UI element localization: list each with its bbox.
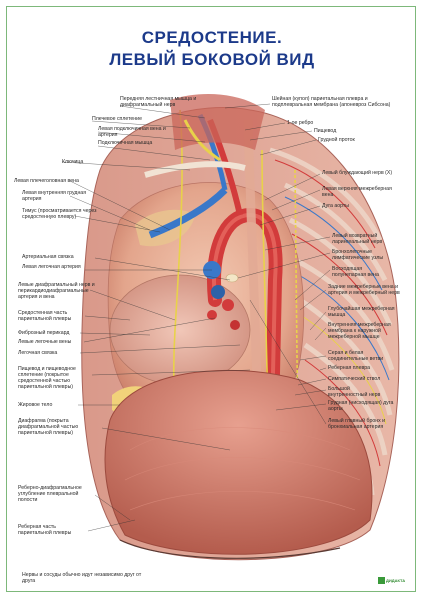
label-sympathetic-trunk: Симпатический ствол: [328, 376, 381, 382]
brachial-plexus: [183, 119, 221, 162]
label-ligamentum-arteriosum: Артериальная связка: [22, 254, 74, 260]
label-first-rib: 1-ое ребро: [287, 120, 314, 126]
label-costal-pleura-right: Реберная плевра: [328, 365, 370, 371]
brachiocephalic-vein: [148, 187, 228, 239]
footnote: Нервы и сосуды обычно идут независимо др…: [22, 572, 142, 584]
label-descending-aorta: Грудная (нисходящая) дуга аорты: [328, 400, 394, 412]
label-main-bronchus: Левый главный бронх и бронхиальная артер…: [328, 418, 386, 430]
label-thoracic-duct: Грудной проток: [318, 137, 355, 143]
label-fibrous-pericardium: Фиброзный перикард: [18, 330, 70, 336]
label-subclavian-vessels: Левая подключичная вена и артерия: [98, 126, 166, 138]
label-hemiazygos-vein: Восходящая полунепарная вена: [332, 266, 379, 278]
label-costal-pleura: Реберная часть париетальной плевры: [18, 524, 72, 536]
label-scalene-phrenic: Передняя лестничная мышца и диафрагмальн…: [120, 96, 197, 108]
label-internal-intercostal-membrane: Внутренняя межреберная мембрана к наружн…: [328, 322, 391, 340]
title-line-1: СРЕДОСТЕНИЕ.: [141, 28, 283, 47]
label-pulmonary-artery: Левая легочная артерия: [22, 264, 81, 270]
title-line-2: ЛЕВЫЙ БОКОВОЙ ВИД: [109, 50, 315, 69]
label-internal-thoracic: Левая внутренняя грудная артерия: [22, 190, 86, 202]
label-thymus: Тимус (просматривается через средостенну…: [22, 208, 97, 220]
label-mediastinal-pleura: Средостенная часть париетальной плевры: [18, 310, 72, 322]
leader-lines-left: [61, 105, 251, 532]
label-splanchnic-nerve: Большой внутренностный нерв: [328, 386, 381, 398]
label-superior-intercostal-vein: Левая верхняя межреберная вена: [322, 186, 392, 198]
poster-frame: [6, 6, 416, 592]
label-fat-body: Жировое тело: [18, 402, 53, 408]
label-cervical-pleura: Шейная (купол) париетальная плевра и под…: [272, 96, 391, 108]
label-vagus-nerve: Левый блуждающий нерв (X): [322, 170, 393, 176]
label-brachial-plexus: Плечевое сплетение: [92, 116, 142, 122]
publisher-logo-text: ДИДАКТА: [386, 578, 406, 583]
label-pulmonary-ligament: Легочная связка: [18, 350, 58, 356]
label-esophagus: Пищевод: [314, 128, 337, 134]
pulmonary-veins: [207, 310, 217, 320]
pericardium: [109, 274, 251, 386]
label-clavicle: Ключица: [62, 159, 84, 165]
label-esophageal-plexus: Пищевод и пищеводное сплетение (покрытое…: [18, 366, 76, 390]
label-pulmonary-veins: Левые легочные вены: [18, 339, 72, 345]
intercostal-vessels: [274, 159, 390, 467]
label-costodiaphragmatic-recess: Реберно-диафрагмальное углубление плевра…: [18, 485, 82, 503]
label-subclavius: Подключичная мышца: [98, 140, 153, 146]
diaphragm: [104, 369, 373, 555]
label-aortic-arch: Дуга аорты: [322, 203, 349, 209]
label-brachiocephalic-vein: Левая плечеголовная вена: [14, 178, 79, 184]
label-lymph-nodes: Бронхолегочные лимфатические узлы: [332, 249, 384, 261]
leader-lines-right: [224, 103, 331, 425]
label-diaphragm: Диафрагма (покрыта диафрагмальной частью…: [18, 418, 79, 436]
label-phrenic-pericardiacophrenic: Левые диафрагмальный нерв и перикардиоди…: [18, 282, 95, 300]
label-posterior-intercostal: Задние межреберные вена и артерия и межр…: [328, 284, 400, 296]
label-innermost-intercostal: Глубочайшая межреберная мышца: [328, 306, 395, 318]
publisher-logo-icon: [378, 577, 385, 584]
costodiaphragmatic-recess: [119, 539, 341, 559]
clavicle: [144, 161, 246, 178]
label-recurrent-laryngeal: Левый возвратный ларингеальный нерв: [332, 233, 383, 245]
label-rami-communicantes: Серая и белая соединительные ветви: [328, 350, 384, 362]
